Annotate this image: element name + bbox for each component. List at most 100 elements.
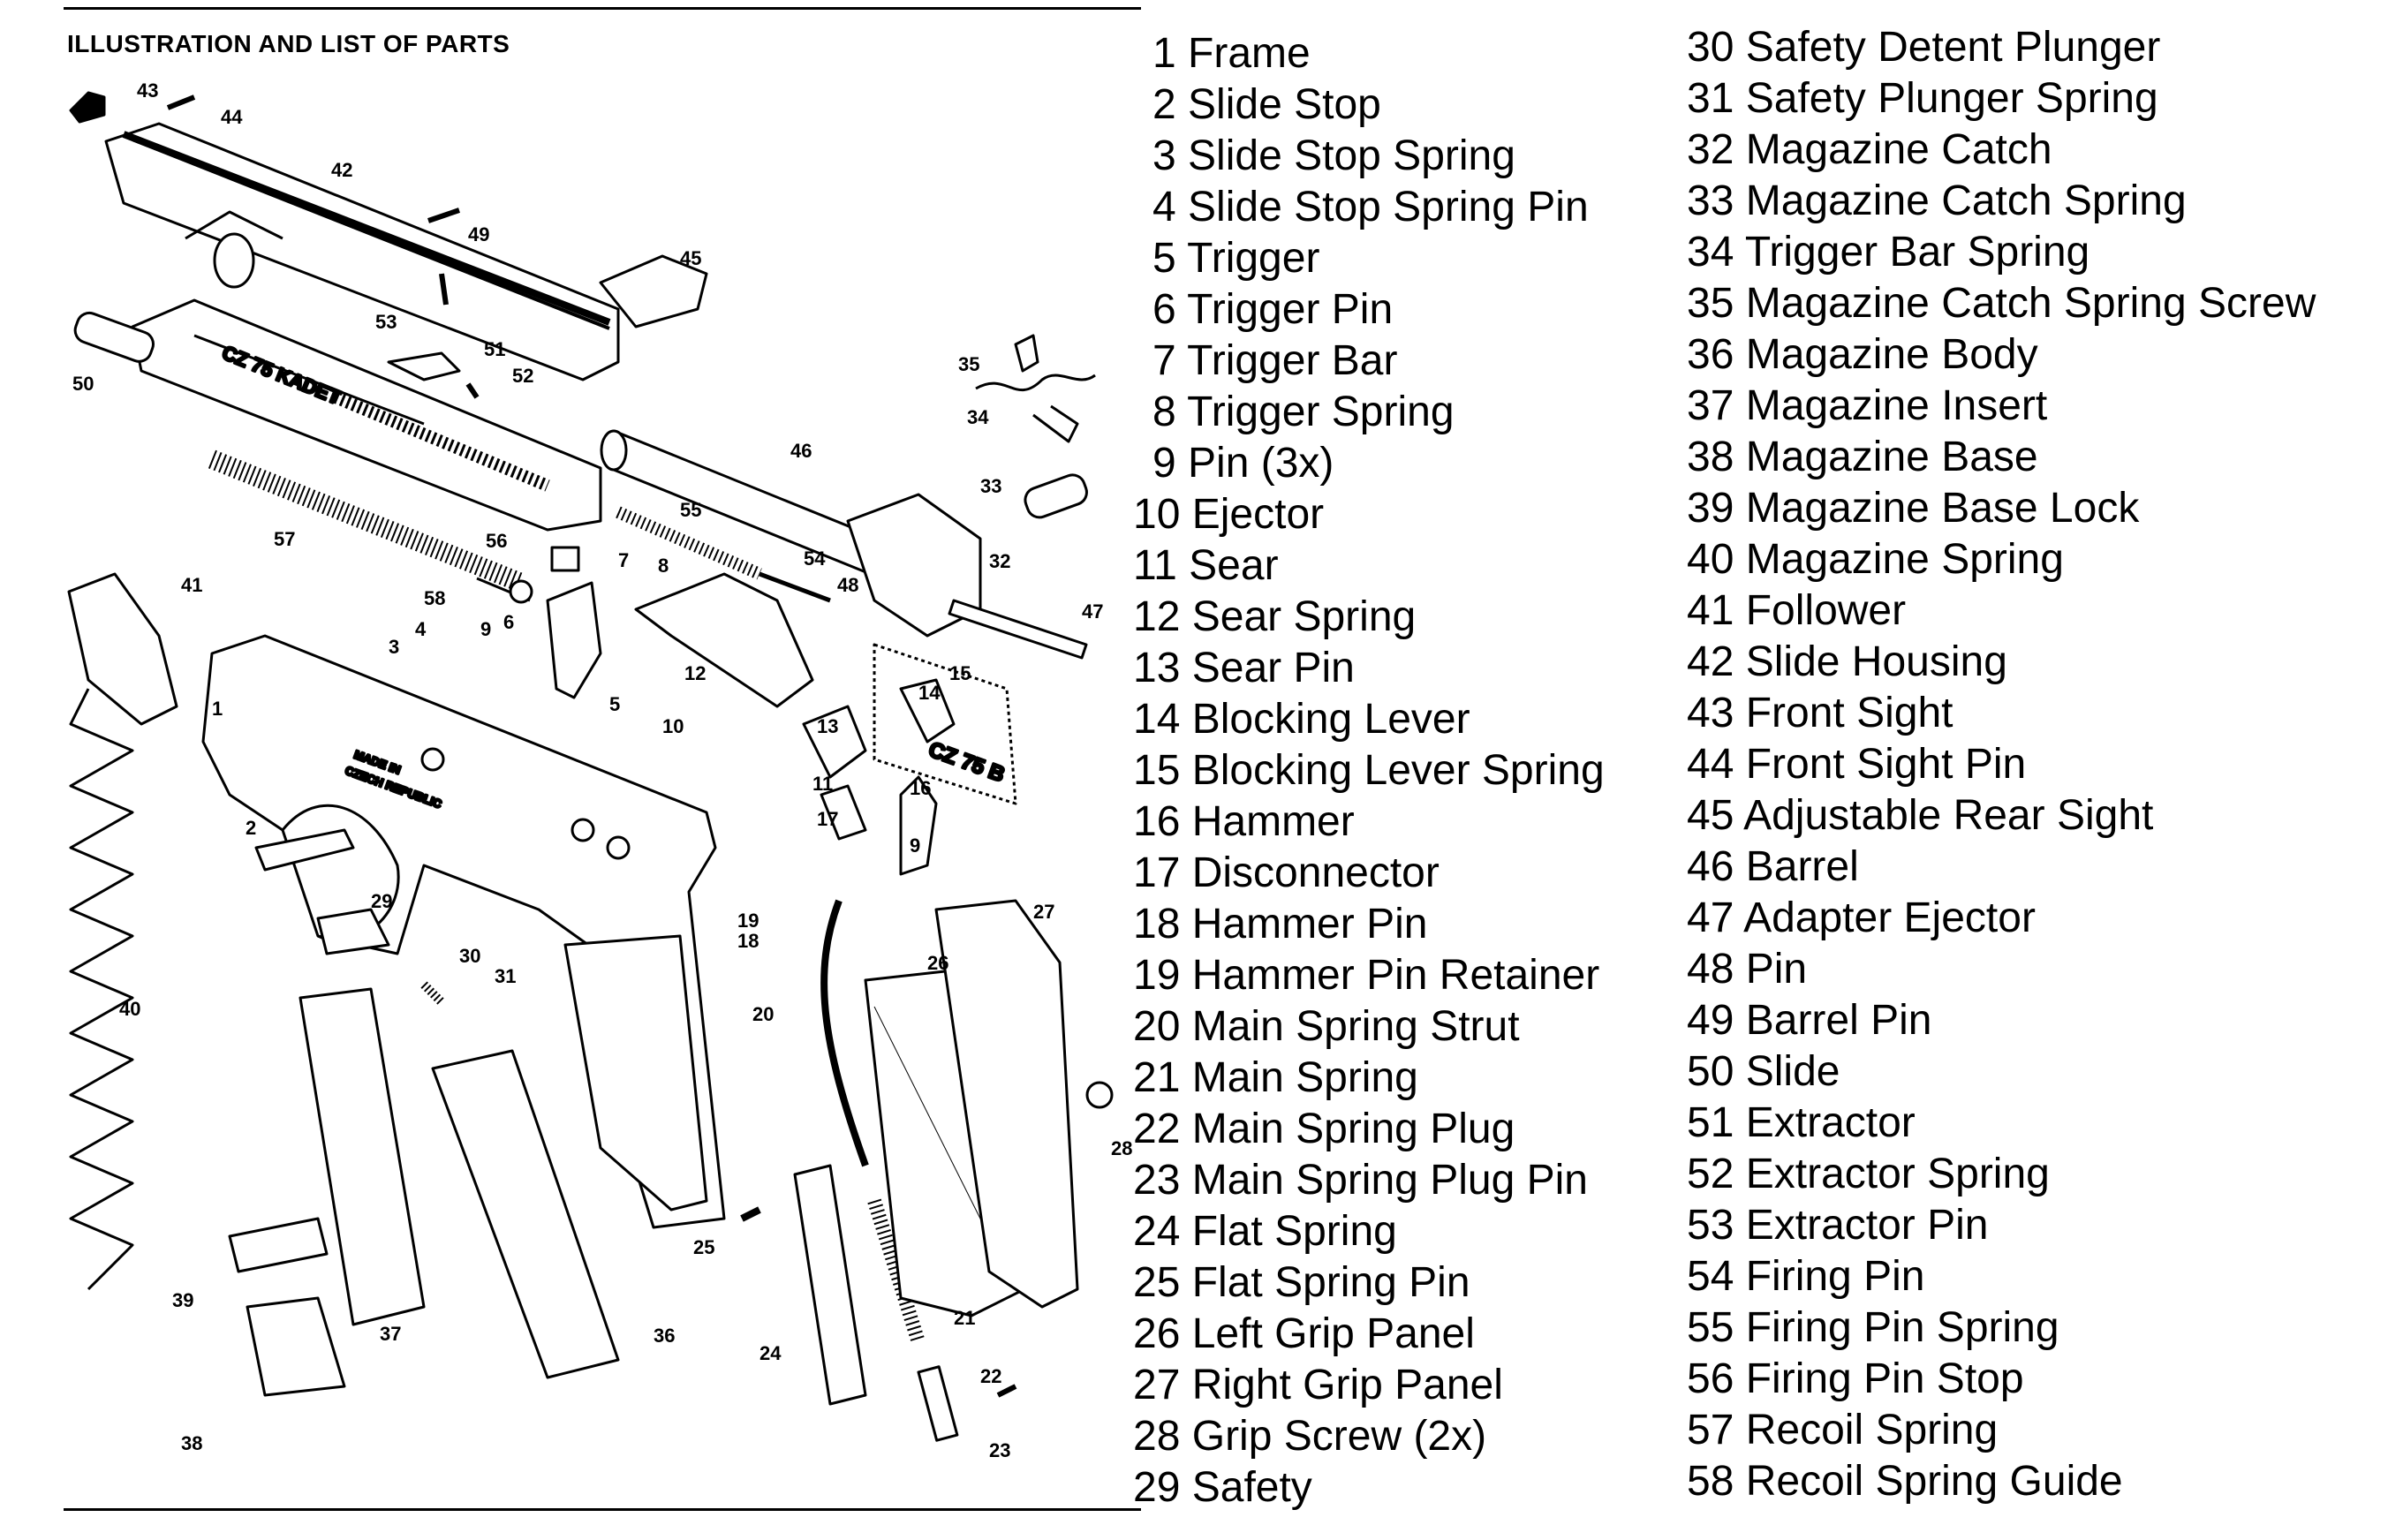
part-item: 22 Main Spring Plug <box>1133 1106 1515 1152</box>
callout: 37 <box>380 1323 401 1345</box>
part-item: 21 Main Spring <box>1133 1054 1418 1101</box>
callout: 33 <box>980 475 1001 497</box>
callout: 46 <box>790 440 812 462</box>
part-item: 24 Flat Spring <box>1133 1208 1397 1255</box>
callout: 22 <box>980 1365 1001 1387</box>
part-item: 47 Adapter Ejector <box>1687 895 2036 941</box>
barrel-part <box>600 429 982 638</box>
callout: 10 <box>662 715 684 737</box>
main-spring-part <box>793 1164 959 1442</box>
frame-part <box>201 634 726 1229</box>
magazine-base-part <box>228 1217 346 1397</box>
part-item: 8 Trigger Spring <box>1152 389 1455 435</box>
callout: 3 <box>389 636 399 658</box>
part-item: 39 Magazine Base Lock <box>1687 485 2140 532</box>
rear-sight-part <box>599 254 708 328</box>
callout: 19 <box>737 910 759 932</box>
part-item: 20 Main Spring Strut <box>1133 1003 1520 1050</box>
part-item: 41 Follower <box>1687 587 1907 634</box>
part-item: 12 Sear Spring <box>1133 593 1417 640</box>
callout: 23 <box>989 1439 1010 1461</box>
callout: 36 <box>654 1325 675 1347</box>
callout: 21 <box>954 1307 975 1329</box>
callout: 16 <box>910 777 931 799</box>
callout: 11 <box>812 773 833 795</box>
part-item: 3 Slide Stop Spring <box>1152 132 1515 179</box>
part-item: 7 Trigger Bar <box>1152 337 1398 384</box>
hammer-part <box>802 705 938 1167</box>
part-item: 56 Firing Pin Stop <box>1687 1355 2024 1402</box>
part-item: 44 Front Sight Pin <box>1687 741 2027 788</box>
callout: 35 <box>958 353 979 375</box>
part-item: 38 Magazine Base <box>1687 434 2038 480</box>
callout-labels: 1 2 3 4 5 6 7 8 9 9 10 11 12 13 14 15 16… <box>72 79 1132 1461</box>
callout: 43 <box>137 79 158 102</box>
part-item: 28 Grip Screw (2x) <box>1133 1413 1487 1460</box>
callout: 50 <box>72 373 94 395</box>
callout: 41 <box>181 574 202 596</box>
callout: 2 <box>246 817 256 839</box>
part-item: 1 Frame <box>1152 30 1311 77</box>
callout: 20 <box>752 1003 774 1025</box>
callout: 18 <box>737 930 759 952</box>
callout: 47 <box>1082 600 1103 623</box>
part-item: 33 Magazine Catch Spring <box>1687 177 2187 224</box>
callout: 29 <box>371 890 392 912</box>
magazine-spring-part <box>69 688 134 1291</box>
part-item: 9 Pin (3x) <box>1152 440 1334 487</box>
callout: 31 <box>495 965 516 987</box>
callout: 55 <box>680 499 701 521</box>
part-item: 57 Recoil Spring <box>1687 1407 1999 1453</box>
magazine-catch-part <box>975 334 1096 519</box>
part-item: 25 Flat Spring Pin <box>1133 1259 1470 1306</box>
part-item: 15 Blocking Lever Spring <box>1133 747 1605 794</box>
part-item: 30 Safety Detent Plunger <box>1687 24 2161 71</box>
part-item: 5 Trigger <box>1152 235 1320 282</box>
part-item: 48 Pin <box>1687 946 1808 993</box>
part-item: 42 Slide Housing <box>1687 638 2007 685</box>
callout: 42 <box>331 159 352 181</box>
part-item: 53 Extractor Pin <box>1687 1202 1989 1249</box>
follower-part <box>67 572 178 726</box>
callout: 14 <box>918 682 941 704</box>
part-item: 54 Firing Pin <box>1687 1253 1925 1300</box>
callout: 9 <box>910 834 920 857</box>
exploded-view-drawing: CZ 75 KADET MADE IN CZECH <box>67 79 1132 1461</box>
callout: 57 <box>274 528 295 550</box>
callout: 27 <box>1033 901 1054 923</box>
part-item: 46 Barrel <box>1687 843 1859 890</box>
slide-part <box>73 298 602 532</box>
part-item: 11 Sear <box>1133 542 1279 589</box>
part-item: 10 Ejector <box>1133 491 1325 538</box>
callout: 38 <box>181 1432 202 1454</box>
callout: 8 <box>658 555 669 577</box>
front-sight-part <box>69 91 460 223</box>
callout: 4 <box>415 618 427 640</box>
part-item: 35 Magazine Catch Spring Screw <box>1687 280 2316 327</box>
callout: 34 <box>967 406 989 428</box>
callout: 58 <box>424 587 445 609</box>
part-item: 13 Sear Pin <box>1133 645 1355 691</box>
part-item: 52 Extractor Spring <box>1687 1151 2050 1197</box>
callout: 7 <box>618 549 629 571</box>
callout: 49 <box>468 223 489 245</box>
callout: 9 <box>480 618 491 640</box>
part-item: 37 Magazine Insert <box>1687 382 2048 429</box>
callout: 40 <box>119 998 140 1020</box>
part-item: 26 Left Grip Panel <box>1133 1310 1475 1357</box>
part-item: 36 Magazine Body <box>1687 331 2038 378</box>
part-item: 29 Safety <box>1133 1464 1312 1511</box>
callout: 5 <box>609 693 620 715</box>
bottom-rule <box>64 1508 1141 1511</box>
part-item: 50 Slide <box>1687 1048 1840 1095</box>
magazine-part <box>298 987 620 1379</box>
parts-list-left: 1 Frame 2 Slide Stop 3 Slide Stop Spring… <box>1133 30 1700 1516</box>
part-item: 18 Hammer Pin <box>1133 901 1428 947</box>
part-item: 49 Barrel Pin <box>1687 997 1932 1044</box>
part-item: 34 Trigger Bar Spring <box>1687 229 2090 276</box>
grip-panels-part <box>864 899 1114 1317</box>
page-heading: ILLUSTRATION AND LIST OF PARTS <box>67 30 510 57</box>
part-item: 58 Recoil Spring Guide <box>1687 1458 2123 1505</box>
slide-housing-part <box>104 122 620 381</box>
callout: 15 <box>949 662 971 684</box>
